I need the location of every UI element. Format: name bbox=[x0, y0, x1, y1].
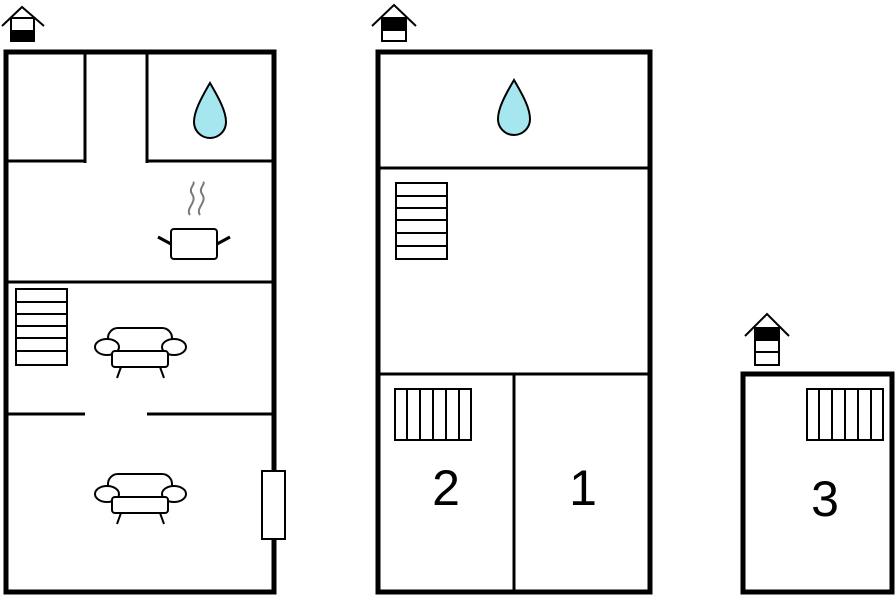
floor-ground-outline bbox=[3, 49, 277, 595]
staircase-icon bbox=[395, 182, 448, 260]
water-drop-icon bbox=[496, 78, 532, 136]
floor-second-outline bbox=[740, 371, 895, 595]
floor-level-second-icon bbox=[744, 312, 790, 366]
floor-ground bbox=[1, 5, 286, 595]
bed-icon bbox=[806, 388, 884, 441]
floor-level-ground-icon bbox=[1, 5, 45, 42]
room-number-3: 3 bbox=[811, 471, 839, 527]
floor-level-first-icon bbox=[371, 3, 417, 42]
room-number-1: 1 bbox=[569, 460, 597, 516]
staircase-icon bbox=[15, 288, 68, 366]
sofa-icon bbox=[94, 473, 187, 525]
sofa-icon bbox=[94, 327, 187, 379]
floor-first: 2 1 bbox=[371, 3, 653, 595]
cooking-pot-icon bbox=[157, 181, 231, 260]
water-drop-icon bbox=[192, 81, 228, 139]
floor-second: 3 bbox=[740, 312, 895, 595]
floor-first-outline bbox=[375, 49, 653, 595]
stove-icon bbox=[261, 470, 286, 540]
bed-icon bbox=[394, 388, 472, 441]
room-number-2: 2 bbox=[432, 460, 460, 516]
